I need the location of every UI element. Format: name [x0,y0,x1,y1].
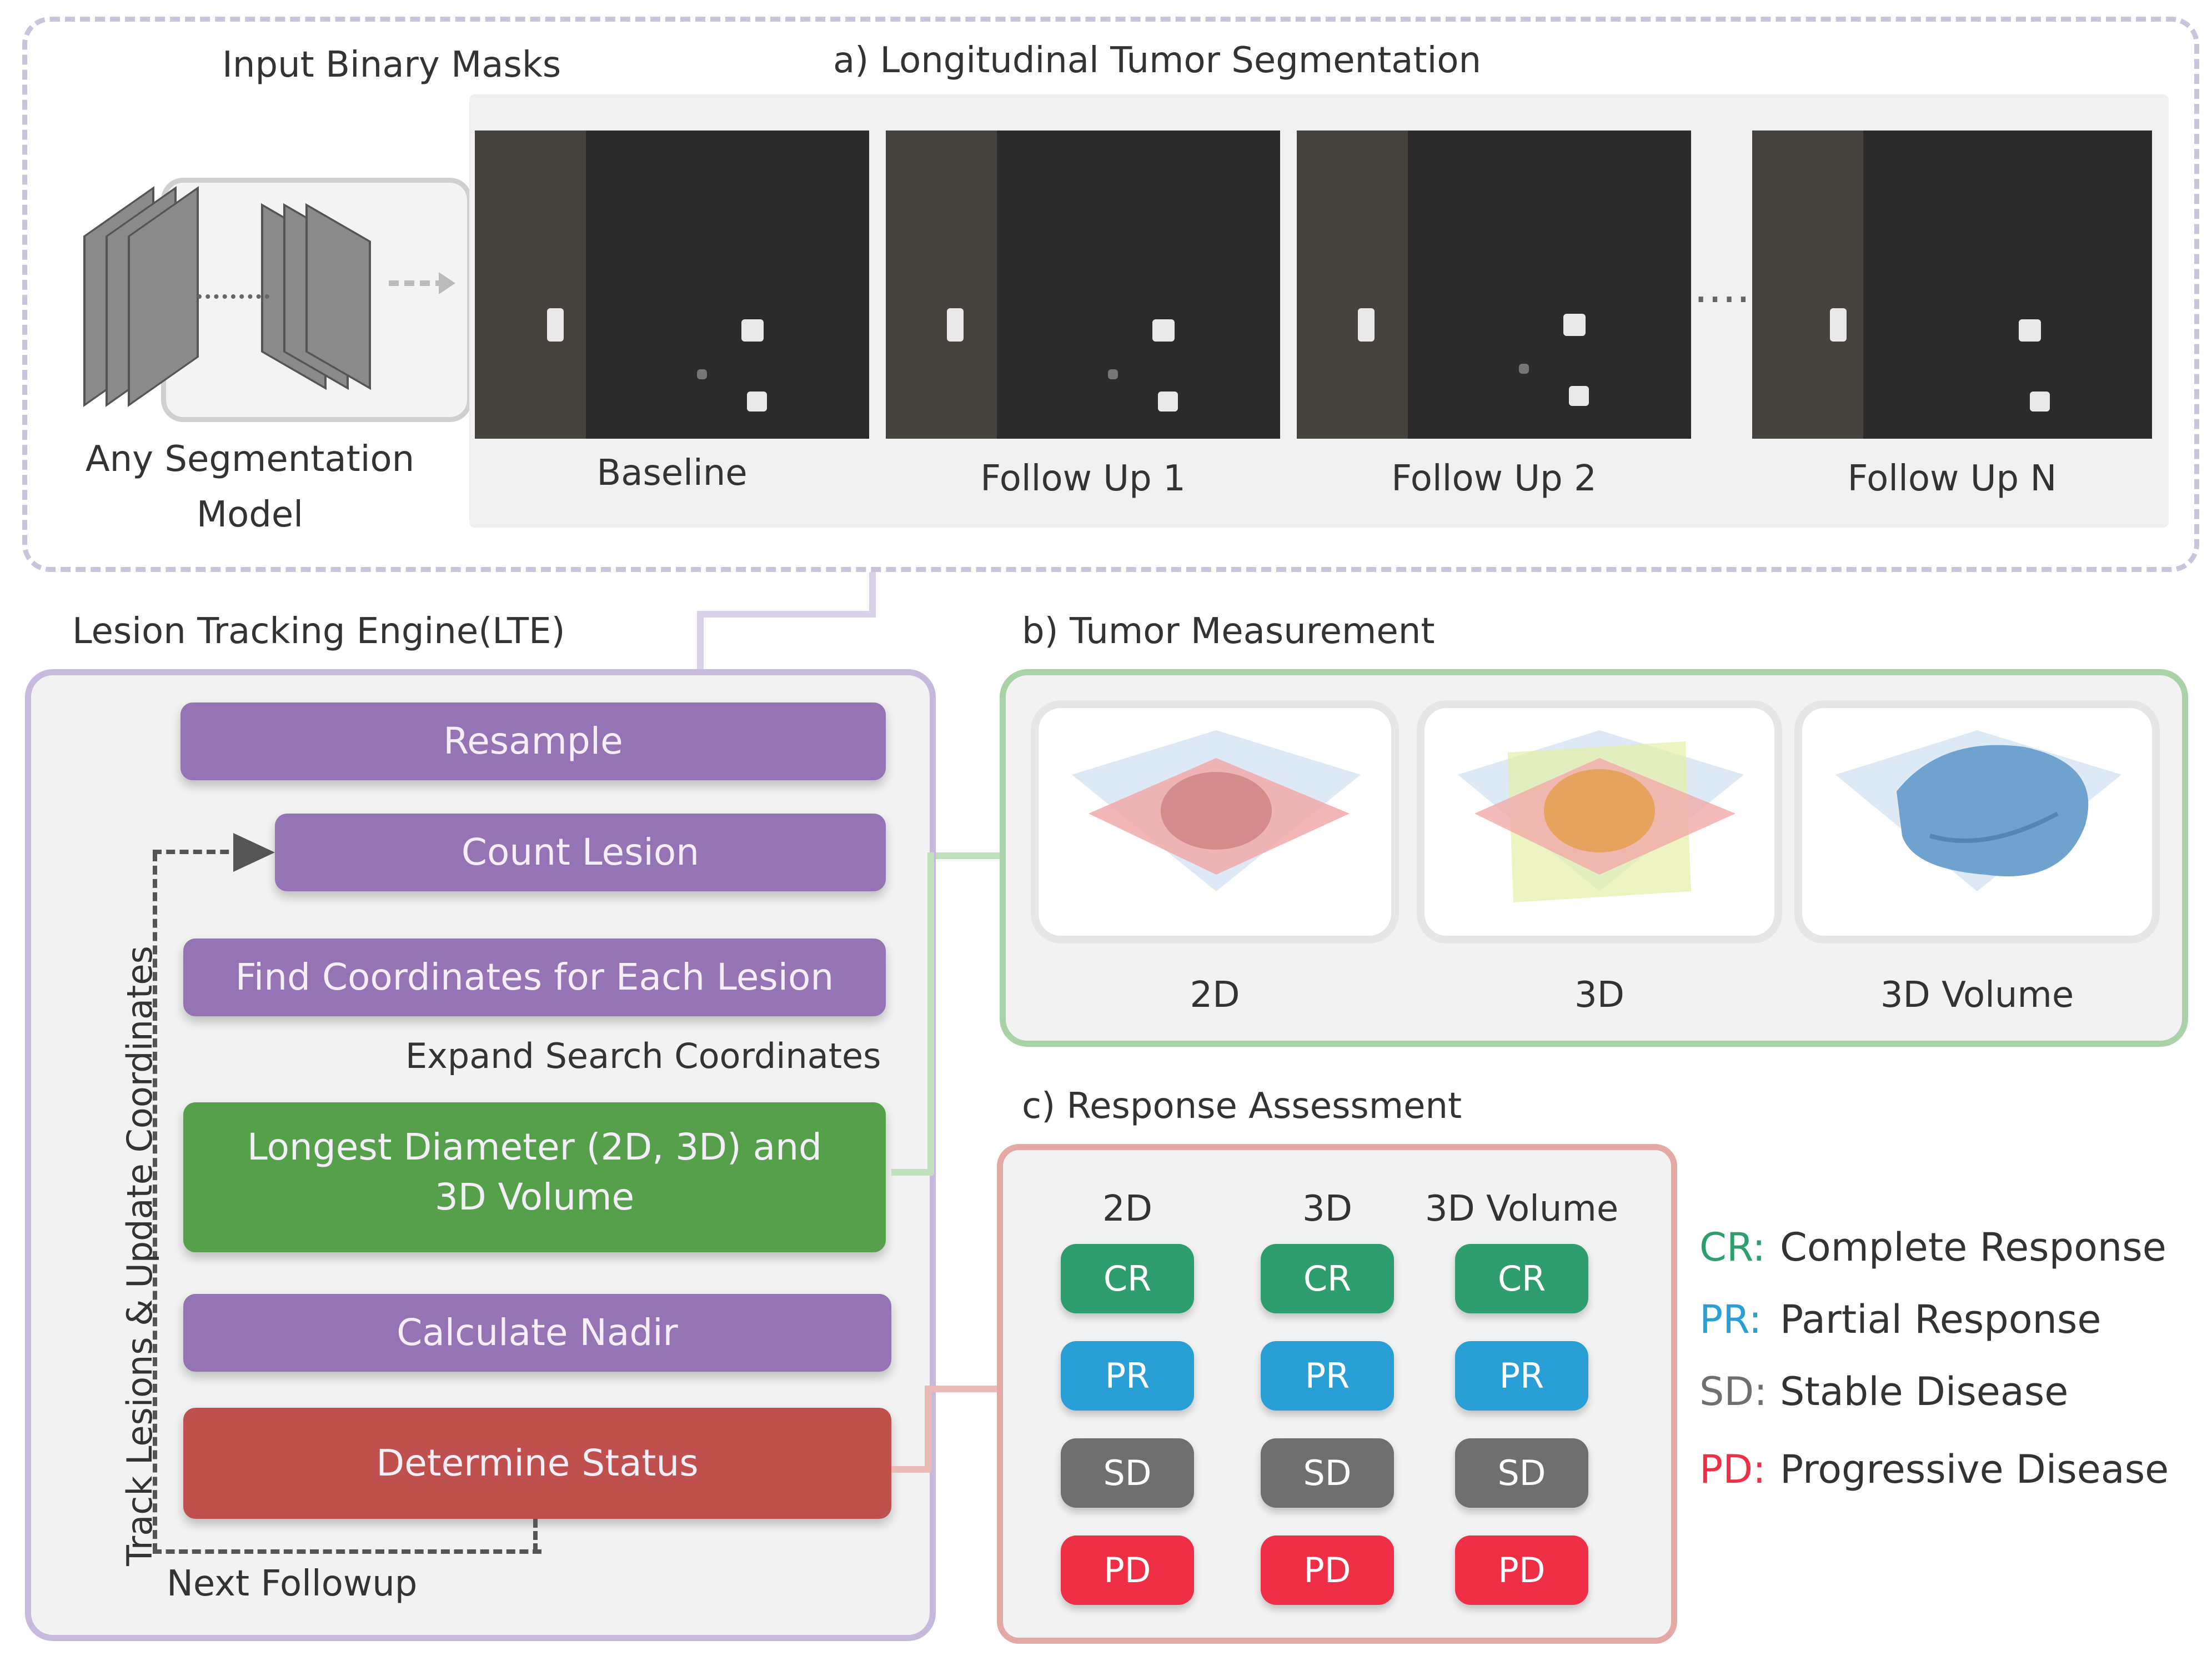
badge-3d-sd: SD [1261,1438,1394,1508]
scan-ellipsis: .... [1694,261,1750,313]
badge-3d-pr: PR [1261,1341,1394,1411]
next-followup-label: Next Followup [167,1563,418,1604]
badge-vol-sd: SD [1455,1438,1588,1508]
badge-2d-sd: SD [1061,1438,1194,1508]
badge-vol-pd: PD [1455,1535,1588,1605]
scan-label-follow-up-1: Follow Up 1 [980,458,1186,499]
column-header-2d: 2D [1102,1188,1152,1230]
connector-down [697,611,704,672]
expand-search-label: Expand Search Coordinates [405,1036,881,1076]
legend-key-cr: CR: [1699,1225,1765,1270]
connector-vertical [869,572,876,616]
calculate-nadir-step: Calculate Nadir [183,1294,891,1372]
legend-key-pd: PD: [1699,1447,1766,1492]
model-link-line [197,294,269,299]
section-a-title: a) Longitudinal Tumor Segmentation [833,40,1482,81]
scan-follow-up-n [1752,131,2152,439]
badge-3d-pd: PD [1261,1535,1394,1605]
badge-2d-pr: PR [1061,1341,1194,1411]
plot-3d-icon [1458,730,1744,902]
model-label-line2: Model [196,494,304,535]
find-coordinates-step: Find Coordinates for Each Lesion [183,939,886,1016]
legend-key-pr: PR: [1699,1297,1762,1342]
arrow-right-icon [389,267,455,300]
connector-red-vertical [925,1386,931,1472]
encoder-layers-icon [83,186,205,407]
input-masks-label: Input Binary Masks [222,44,561,86]
connector-to-measurement [936,852,1002,859]
panel-2d [1039,708,1391,936]
badge-2d-cr: CR [1061,1244,1194,1313]
scan-baseline [475,131,869,439]
feedback-loop-bottom [153,1549,541,1554]
column-header-3d-volume: 3D Volume [1424,1188,1619,1230]
scan-label-baseline: Baseline [596,453,748,494]
scan-label-follow-up-2: Follow Up 2 [1391,458,1597,499]
determine-status-step: Determine Status [183,1408,891,1519]
track-lesions-label: Track Lesions & Update Coordinates [119,946,160,1566]
legend-text-pr: Partial Response [1780,1297,2101,1342]
scan-label-follow-up-n: Follow Up N [1847,458,2057,499]
panel-label-3d-volume: 3D Volume [1880,975,2074,1016]
connector-to-response [925,1386,1002,1392]
connector-horizontal [697,611,876,618]
diameter-line2: 3D Volume [434,1176,635,1218]
arrow-head-icon [233,833,275,872]
feedback-loop-top [153,850,269,854]
panel-label-2d: 2D [1190,975,1240,1016]
connector-red-left [891,1466,930,1473]
segmentation-frame [22,17,2199,572]
badge-2d-pd: PD [1061,1535,1194,1605]
connector-green-vertical [927,852,934,1175]
badge-vol-cr: CR [1455,1244,1588,1313]
legend-key-sd: SD: [1699,1369,1767,1414]
plot-2d-icon [1072,730,1361,891]
engine-title: Lesion Tracking Engine(LTE) [72,611,565,652]
badge-3d-cr: CR [1261,1244,1394,1313]
column-header-3d: 3D [1302,1188,1352,1230]
section-b-title: b) Tumor Measurement [1022,611,1435,652]
resample-step: Resample [180,702,886,780]
connector-green-horizontal [891,1169,933,1176]
count-lesion-step: Count Lesion [275,814,886,891]
legend-text-sd: Stable Disease [1780,1369,2069,1414]
badge-vol-pr: PR [1455,1341,1588,1411]
feedback-loop-up [533,1519,538,1552]
section-c-title: c) Response Assessment [1022,1086,1462,1127]
scan-follow-up-2 [1297,131,1691,439]
plot-volume-icon [1835,730,2121,891]
feedback-loop-vertical [153,852,157,1552]
legend-text-cr: Complete Response [1780,1225,2166,1270]
diameter-line1: Longest Diameter (2D, 3D) and [247,1126,822,1168]
diameter-volume-step: Longest Diameter (2D, 3D) and 3D Volume [183,1102,886,1252]
legend-text-pd: Progressive Disease [1780,1447,2169,1492]
model-label-line1: Any Segmentation [85,439,415,480]
panel-3d-volume [1802,708,2152,936]
panel-label-3d: 3D [1574,975,1624,1016]
scan-follow-up-1 [886,131,1280,439]
decoder-layers-icon [261,203,372,390]
panel-3d [1424,708,1774,936]
